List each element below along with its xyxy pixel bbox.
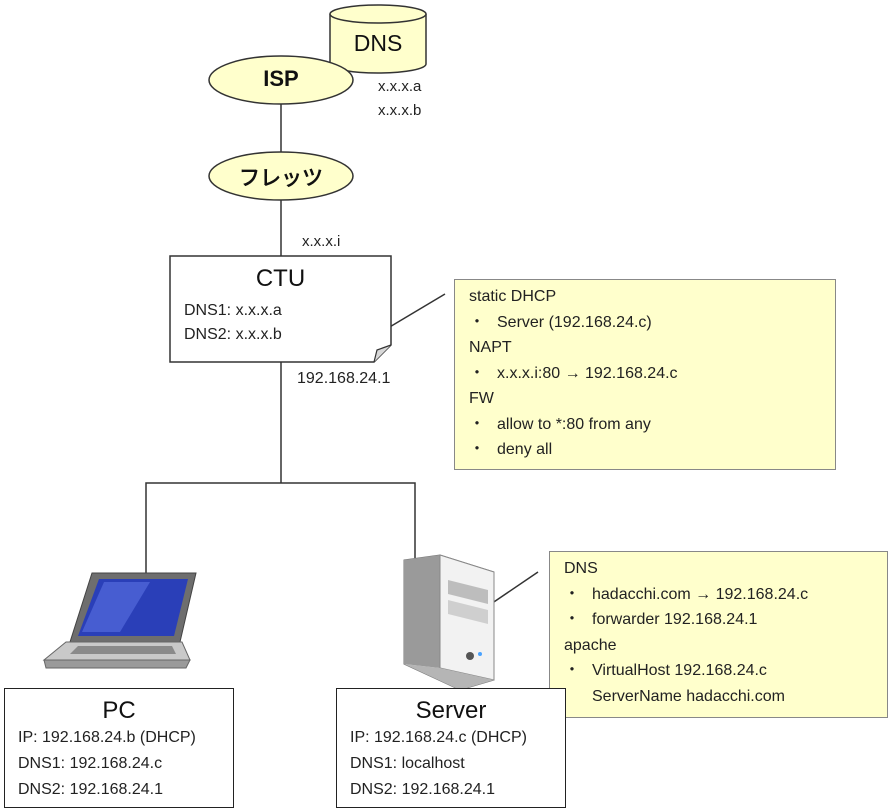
ctu-config-note: static DHCP ・Server (192.168.24.c) NAPT … [454,279,836,470]
note-bullet: ・hadacchi.com → 192.168.24.c [564,585,809,603]
isp-label: ISP [263,66,299,91]
flets-ellipse [208,151,354,201]
note-bullet: ・deny all [469,441,553,458]
note-heading: FW [469,390,494,407]
ctu-lan-addr: 192.168.24.1 [297,370,391,387]
pc-dns1: DNS1: 192.168.24.c [18,755,163,772]
dns-label: DNS [353,30,403,56]
note-bullet: ・VirtualHost 192.168.24.c [564,662,767,679]
dns-cylinder [329,4,427,74]
ctu-title: CTU [255,265,306,292]
lan-branch-link [145,482,416,575]
note-bullet: ・Server (192.168.24.c) [469,313,652,331]
note-heading: DNS [564,560,598,577]
pc-dns2: DNS2: 192.168.24.1 [18,781,163,798]
dns-addr-1: x.x.x.a [378,78,422,95]
pc-title: PC [102,697,136,724]
note-heading: apache [564,636,617,654]
server-config-note: DNS ・hadacchi.com → 192.168.24.c ・forwar… [549,551,888,718]
server-dns1: DNS1: localhost [350,755,465,772]
note-bullet: ・forwarder 192.168.24.1 [564,611,758,628]
dns-addr-2: x.x.x.b [378,102,422,119]
server-title: Server [415,697,487,724]
ctu-wan-addr: x.x.x.i [302,233,341,250]
note-continuation: ServerName hadacchi.com [592,687,785,705]
ctu-fold [373,344,392,363]
note-bullet: ・x.x.x.i:80 → 192.168.24.c [469,364,678,382]
pc-box: PC IP: 192.168.24.b (DHCP) DNS1: 192.168… [4,688,234,808]
flets-label: フレッツ [239,167,323,190]
note-heading: static DHCP [469,288,557,305]
server-dns2: DNS2: 192.168.24.1 [350,781,495,798]
ctu-dns1: DNS1: x.x.x.a [184,302,282,319]
note-heading: NAPT [469,339,512,356]
server-box: Server IP: 192.168.24.c (DHCP) DNS1: loc… [336,688,566,808]
ctu-dns2: DNS2: x.x.x.b [184,326,282,343]
note-bullet: ・allow to *:80 from any [469,415,651,433]
ctu-callout-line [387,293,446,329]
pc-ip: IP: 192.168.24.b (DHCP) [18,729,196,746]
server-ip: IP: 192.168.24.c (DHCP) [350,729,527,746]
laptop-icon [42,572,197,669]
isp-ellipse [208,55,354,105]
server-tower-icon [403,554,495,691]
